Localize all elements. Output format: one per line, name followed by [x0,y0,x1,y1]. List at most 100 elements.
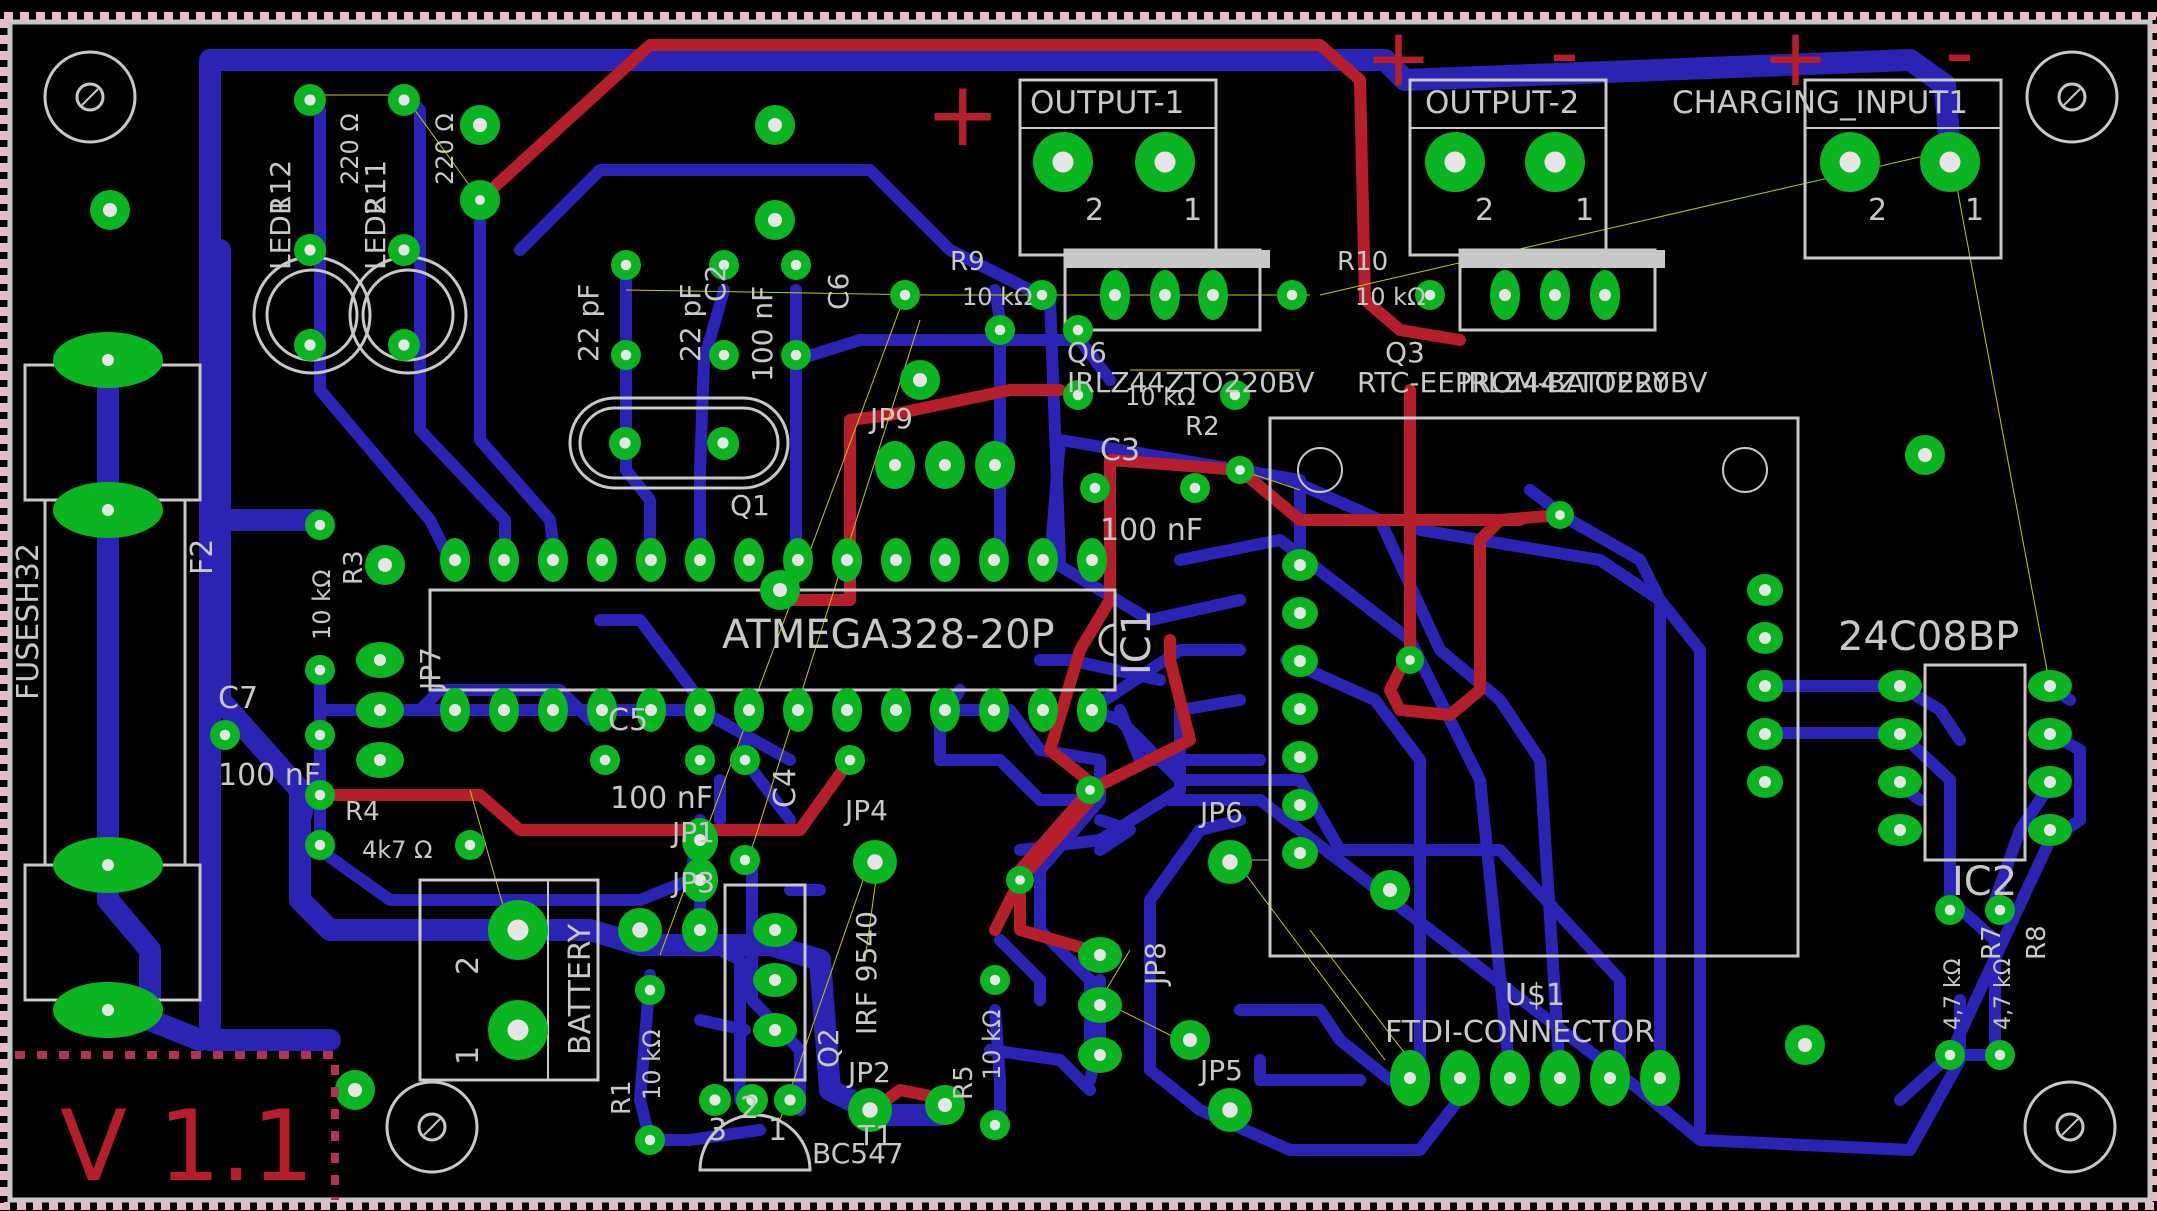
pad-drill [1085,785,1095,795]
pad-drill [1424,289,1436,301]
label-r9: R9 [950,247,985,277]
pad-drill [1094,999,1106,1011]
pad-drill [1994,904,2006,916]
pad-drill [1554,1072,1566,1084]
label-ic2: IC2 [1952,859,2017,905]
pad-drill [1086,554,1098,566]
pad-drill [1555,510,1565,520]
label-f2: F2 [185,539,220,575]
label-q3: Q3 [1385,336,1425,369]
silkscreen-labels: OUTPUT-1 OUTPUT-2 CHARGING_INPUT1 ATMEGA… [11,85,2052,1170]
label-ic1: IC1 [1114,610,1160,675]
pad-drill [939,459,951,471]
pad-drill [899,289,911,301]
pad-drill [1154,151,1176,173]
label-r11: R11 [359,160,392,215]
pad-drill [989,459,1001,471]
label-jp3: JP3 [670,866,715,899]
pad-drill [304,94,316,106]
label-r1: R1 [607,1080,637,1115]
pad-drill [988,704,1000,716]
pad-drill [1072,389,1084,401]
pad-drill [599,754,611,766]
pin-out2-1: 1 [1575,193,1594,228]
pad-drill [709,1094,721,1106]
pad-drill [790,259,802,271]
pad-drill [314,839,326,851]
pad-drill [1159,289,1171,301]
value-r12: 220 Ω [336,113,364,185]
value-r4: 4k7 Ω [362,836,432,864]
pad-drill [1944,904,1956,916]
pad-drill [989,974,1001,986]
pad-drill [1894,680,1906,692]
label-jp1: JP1 [670,816,715,849]
pad-drill [773,583,787,597]
pad-drill [620,259,632,271]
pad-drill [314,729,326,741]
label-charging: CHARGING_INPUT1 [1672,85,1968,121]
label-c7: C7 [218,681,258,716]
pad-drill [1109,289,1121,301]
label-r5: R5 [949,1065,979,1100]
label-jp9: JP9 [868,402,913,435]
pad-drill [103,203,117,217]
label-r10: R10 [1337,247,1388,277]
pad-drill [768,213,782,227]
pad-drill [632,922,648,938]
pin-chg-1: 1 [1965,193,1984,228]
label-q2-part: IRF 9540 [850,911,883,1035]
pin-t1-2: 2 [740,1091,759,1126]
pad-drill [498,704,510,716]
pad-drill [938,1098,952,1112]
pad-drill [507,919,529,941]
pad-drill [694,754,706,766]
label-r8: R8 [2022,925,2052,960]
value-r10: 10 kΩ [1355,283,1425,311]
pad-drill [644,984,656,996]
label-jp8: JP8 [1139,942,1172,987]
label-jp7: JP7 [414,647,447,692]
pad-drill [1404,1072,1416,1084]
pad-drill [507,1019,529,1041]
value-c6: 100 nF [746,286,779,382]
pad-drill [1444,151,1466,173]
label-r3: R3 [339,550,369,585]
pad-drill [792,704,804,716]
pad-drill [1094,1049,1106,1061]
pads [53,84,2072,1155]
label-q6: Q6 [1067,336,1107,369]
pad-drill [768,118,782,132]
label-c2: C2 [699,265,732,302]
minus-mark-chg: - [1945,6,1974,99]
label-c3: C3 [1100,433,1140,468]
pad-drill [790,349,802,361]
plus-mark-out2: + [1365,11,1432,104]
pad-drill [784,1094,796,1106]
pad-drill [2044,680,2056,692]
pad-drill [867,854,883,870]
label-fuse-part: FUSESH32 [11,543,46,700]
pad-drill [988,554,1000,566]
pad-drill [1037,704,1049,716]
pad-drill [398,339,410,351]
pad-drill [1759,776,1771,788]
pad-drill [219,729,231,741]
pad-drill [743,554,755,566]
pad-drill [1549,289,1561,301]
pad-drill [1939,151,1961,173]
pad-drill [1294,799,1306,811]
pad-drill [769,974,781,986]
pad-drill [102,504,114,516]
pin-t1-1: 1 [768,1113,787,1148]
label-q1: Q1 [730,489,770,522]
value-r8: 4,7 kΩ [1991,958,2016,1030]
pad-drill [841,554,853,566]
pad-drill [619,437,631,449]
pad-drill [1759,584,1771,596]
pad-drill [717,437,729,449]
pad-drill [769,924,781,936]
pad-drill [1294,703,1306,715]
label-led1: LED1 [264,197,297,270]
